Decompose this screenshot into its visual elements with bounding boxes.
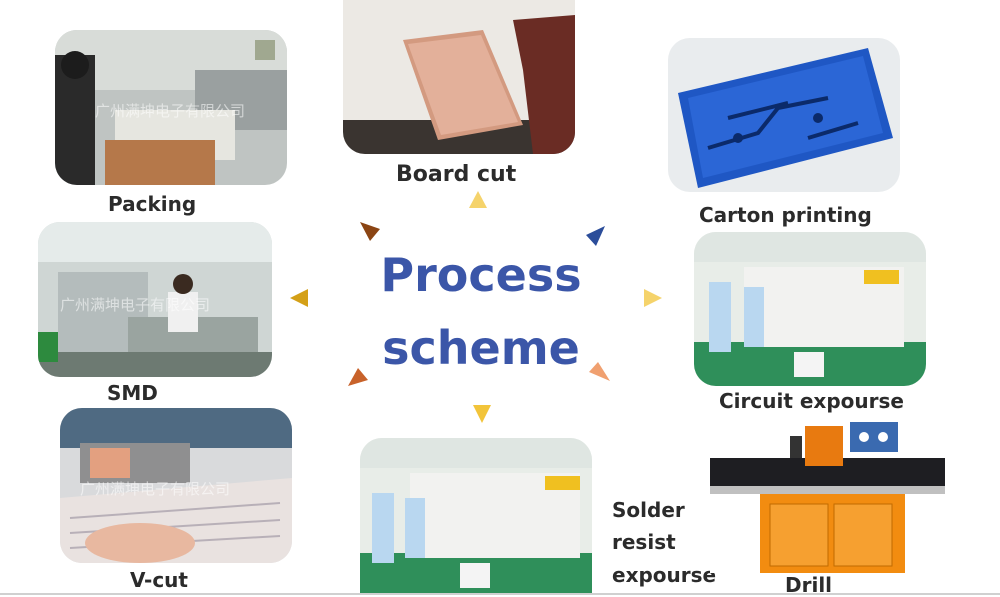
arrow-right-icon (644, 289, 662, 307)
packing-photo: 广州满坤电子有限公司 (55, 30, 287, 185)
label-smd: SMD (107, 381, 158, 405)
board-cut-photo (343, 0, 575, 154)
carton-printing-photo (668, 38, 900, 192)
bottom-divider (0, 593, 1000, 595)
label-solder-resist-line3: expourse (612, 563, 717, 587)
label-circuit-exposure: Circuit expourse (719, 389, 904, 413)
label-vcut: V-cut (130, 568, 188, 592)
arrow-up-left-icon (360, 222, 380, 241)
label-packing: Packing (108, 192, 197, 216)
label-solder-resist-line1: Solder (612, 498, 685, 522)
arrow-down-right-icon (589, 362, 610, 381)
vcut-photo: 广州满坤电子有限公司 (60, 408, 292, 563)
smd-photo: 广州满坤电子有限公司 (38, 222, 272, 377)
title-scheme: scheme (382, 321, 580, 375)
arrow-down-left-icon (348, 368, 368, 386)
circuit-exposure-photo (694, 232, 926, 386)
drill-photo (710, 418, 945, 573)
arrow-down-icon (473, 405, 491, 423)
packing-watermark: 广州满坤电子有限公司 (95, 102, 246, 120)
arrow-left-icon (290, 289, 308, 307)
label-board-cut: Board cut (396, 162, 517, 187)
title-process: Process (380, 248, 582, 302)
arrow-up-icon (469, 191, 487, 208)
arrow-up-right-icon (586, 226, 605, 246)
smd-watermark: 广州满坤电子有限公司 (60, 296, 211, 314)
label-carton-printing: Carton printing (699, 203, 872, 227)
label-solder-resist-line2: resist (612, 530, 676, 554)
solder-resist-photo (360, 438, 592, 594)
vcut-watermark: 广州满坤电子有限公司 (80, 480, 231, 498)
